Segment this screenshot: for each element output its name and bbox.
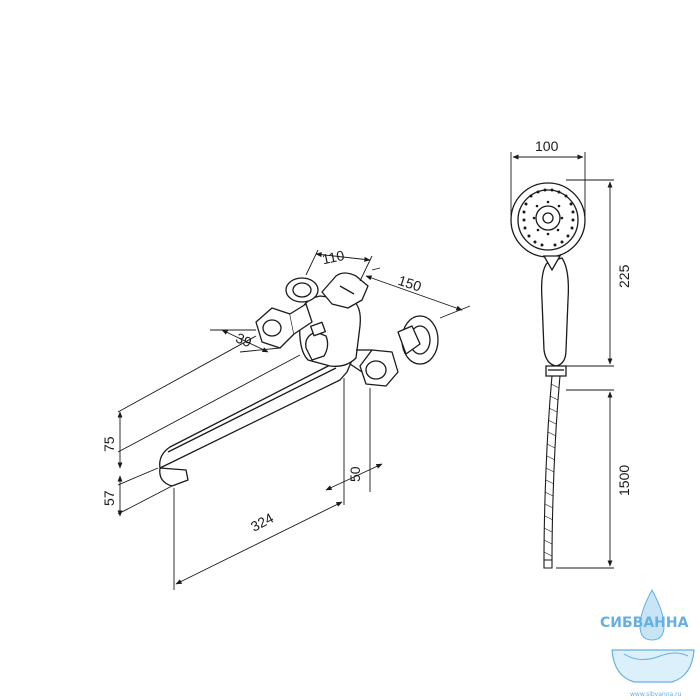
dim-line-50 (325, 463, 383, 491)
dim-label-150: 150 (396, 272, 423, 295)
dim-label-225: 225 (616, 264, 632, 288)
shower-nozzles (522, 188, 575, 247)
faucet-dimensions (117, 249, 471, 590)
dim-label-75: 75 (101, 436, 117, 452)
bathtub-icon (611, 649, 695, 683)
dim-label-50: 50 (347, 466, 363, 482)
center-handle (305, 331, 329, 361)
watermark-site: www.sibvanna.ru (630, 691, 682, 698)
watermark-brand: СИБВАННА (600, 615, 689, 631)
dim-label-100: 100 (535, 138, 559, 154)
dim-line-39 (221, 329, 269, 353)
shower-handle (540, 257, 570, 367)
dim-label-110: 110 (321, 247, 346, 267)
hose-ribs (543, 383, 560, 557)
diverter (321, 272, 369, 309)
dim-label-57: 57 (101, 490, 117, 506)
spout-body (159, 359, 353, 469)
shower-hose-drawing (543, 375, 561, 569)
faucet-drawing (159, 272, 439, 487)
dim-line-150 (365, 275, 463, 311)
sibvanna-watermark: СИБВАННА www.sibvanna.ru (600, 588, 695, 698)
spout-outlet (159, 467, 189, 487)
dim-label-1500: 1500 (616, 465, 632, 496)
dim-line-110 (315, 252, 371, 262)
shower-head-drawing (510, 182, 586, 377)
dim-label-324: 324 (248, 509, 276, 534)
shower-dimensions (510, 152, 614, 569)
dim-label-39: 39 (233, 329, 254, 350)
water-drop-icon (639, 588, 665, 641)
dim-line-324 (175, 501, 343, 585)
